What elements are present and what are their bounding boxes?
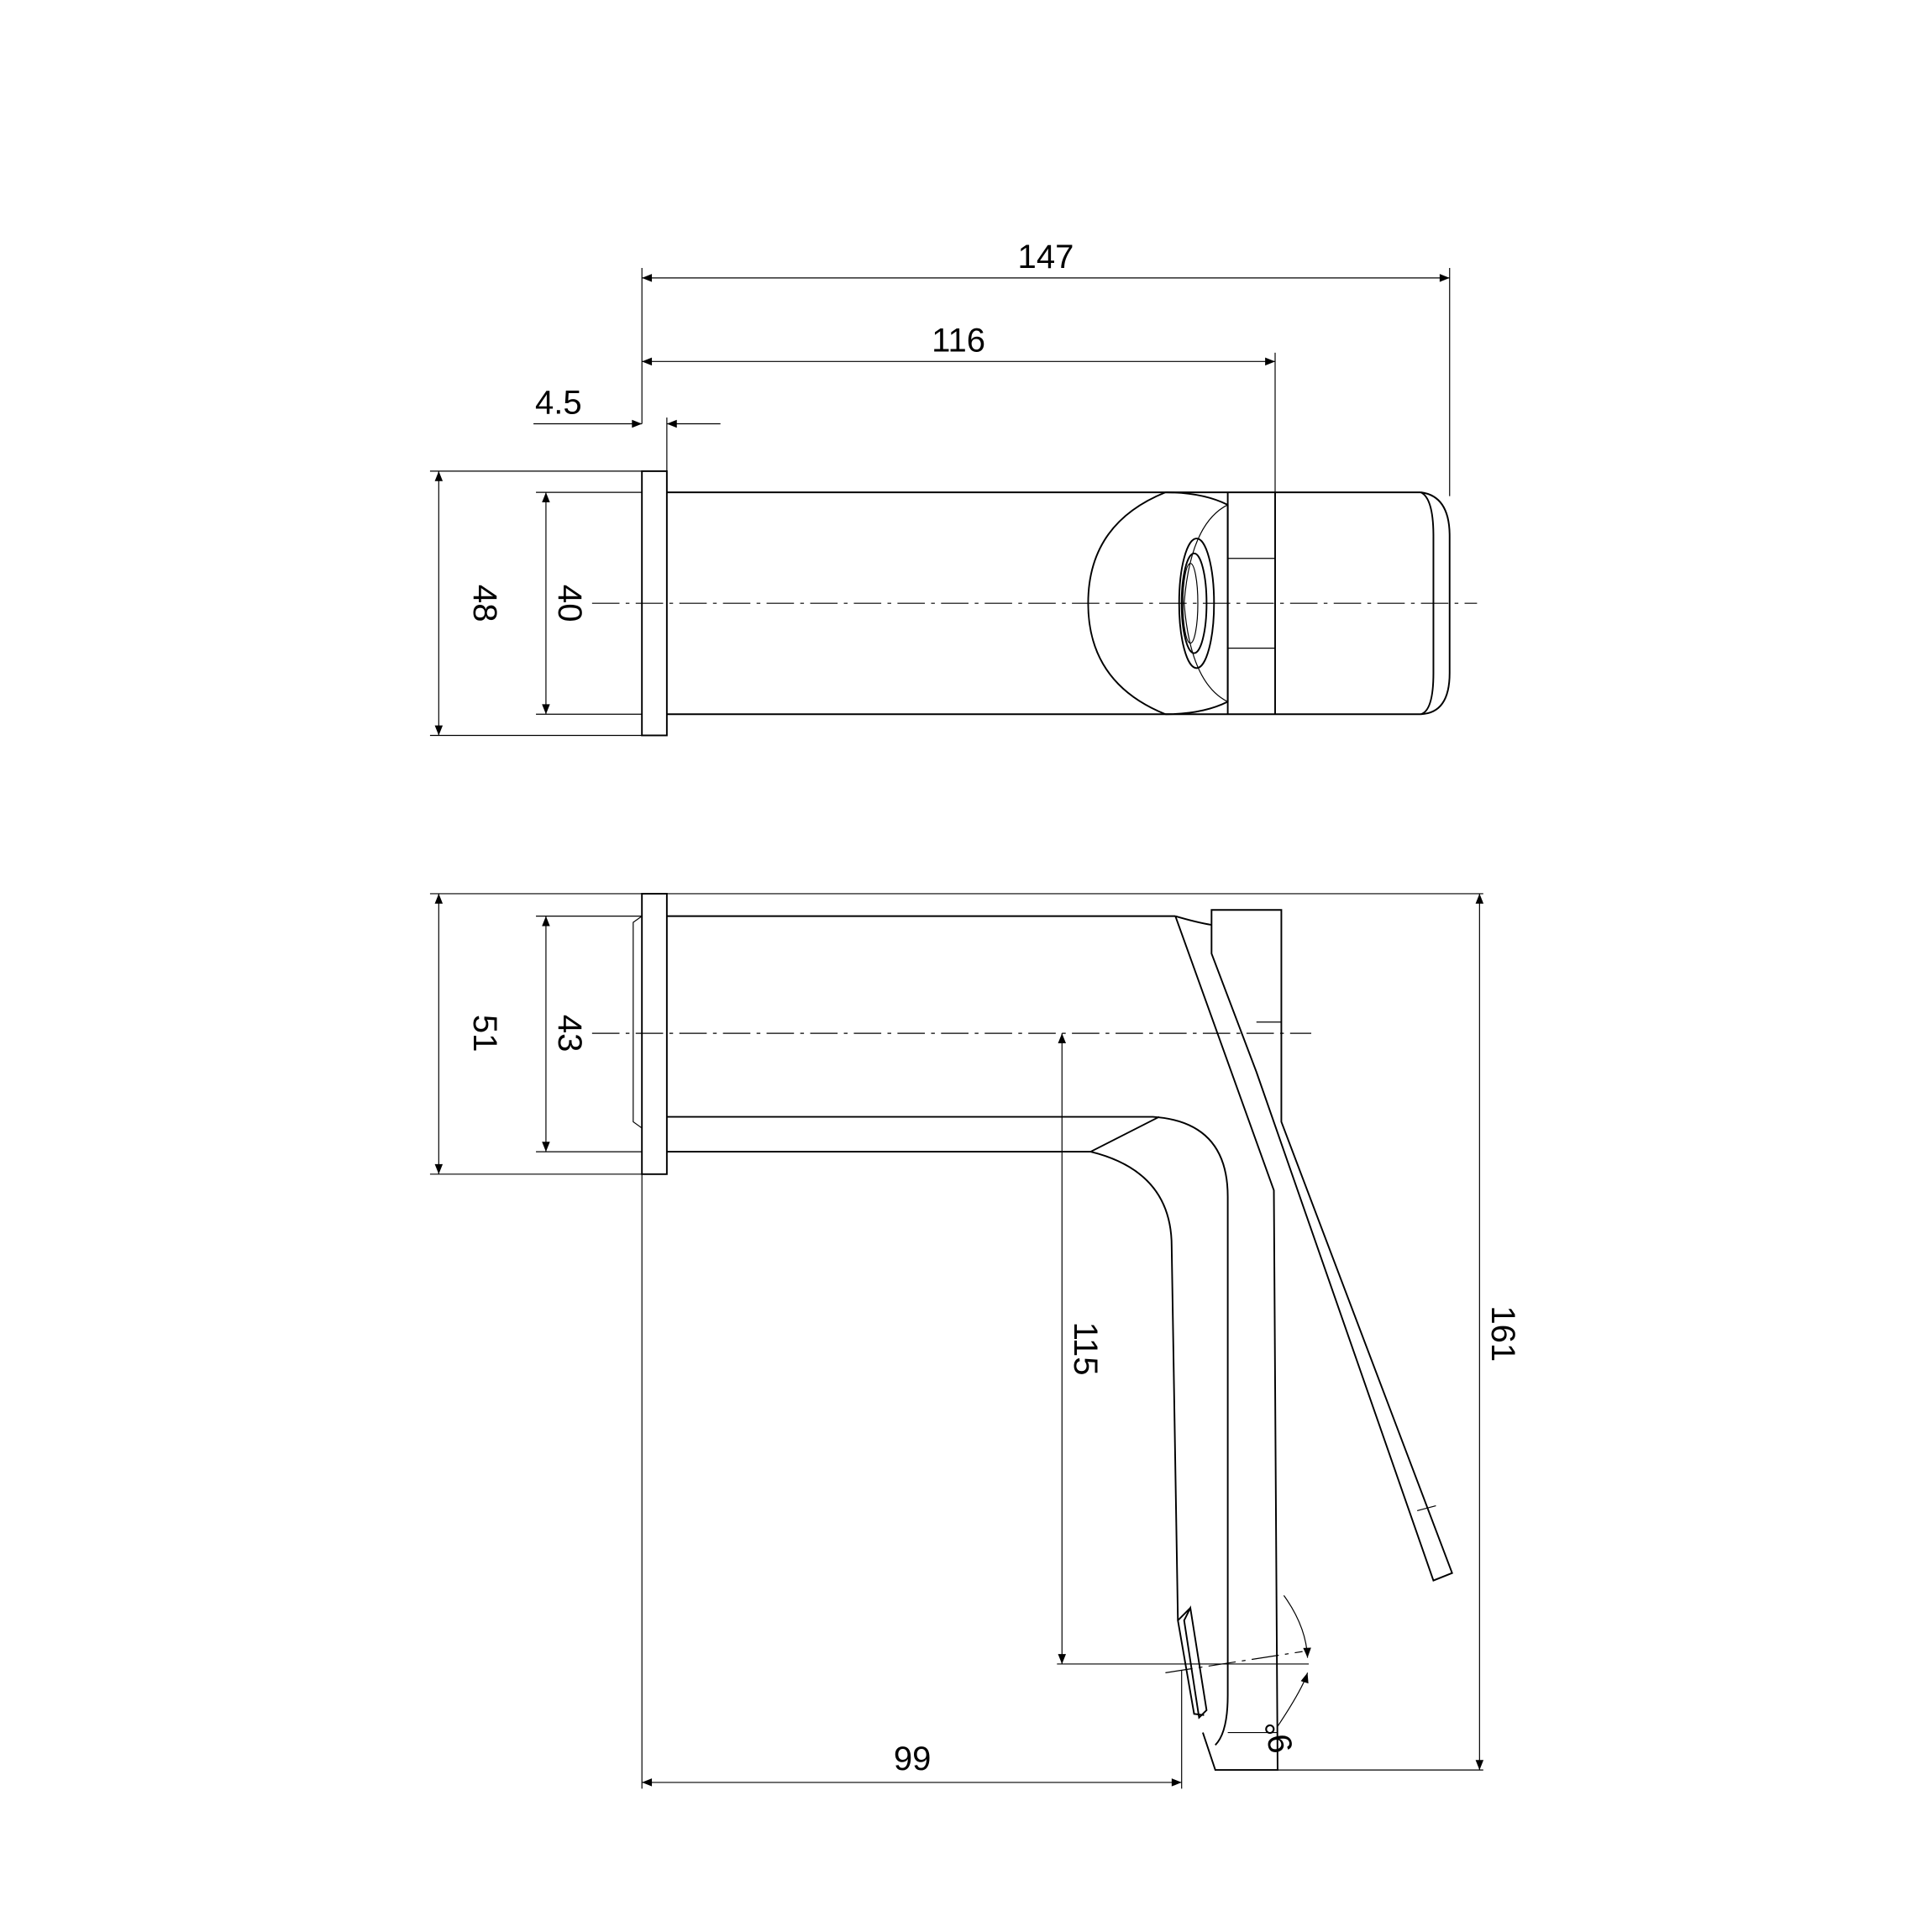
- dim-outlet-angle: 9°: [1258, 1718, 1300, 1756]
- dim-overall-length: 147: [1018, 239, 1074, 276]
- dim-body-height-top: 40: [551, 585, 588, 622]
- dim-body-height-side: 43: [551, 1015, 588, 1053]
- top-view: 147 116 4.5 48 40: [429, 239, 1478, 737]
- faucet-outline-side: [633, 892, 1453, 1772]
- dim-outlet-projection: 99: [894, 1740, 932, 1777]
- dim-flange-height-top: 48: [466, 585, 503, 622]
- dim-outlet-drop: 115: [1067, 1322, 1104, 1376]
- aerator-side: [1177, 1605, 1208, 1719]
- dim-overall-height: 161: [1484, 1305, 1521, 1362]
- side-view: 51 43 115 161 99 9°: [429, 892, 1521, 1789]
- dim-flange-thickness: 4.5: [535, 385, 582, 422]
- dim-flange-height-side: 51: [466, 1015, 503, 1053]
- lever-handle[interactable]: [1210, 909, 1453, 1582]
- dim-spout-length: 116: [932, 322, 985, 359]
